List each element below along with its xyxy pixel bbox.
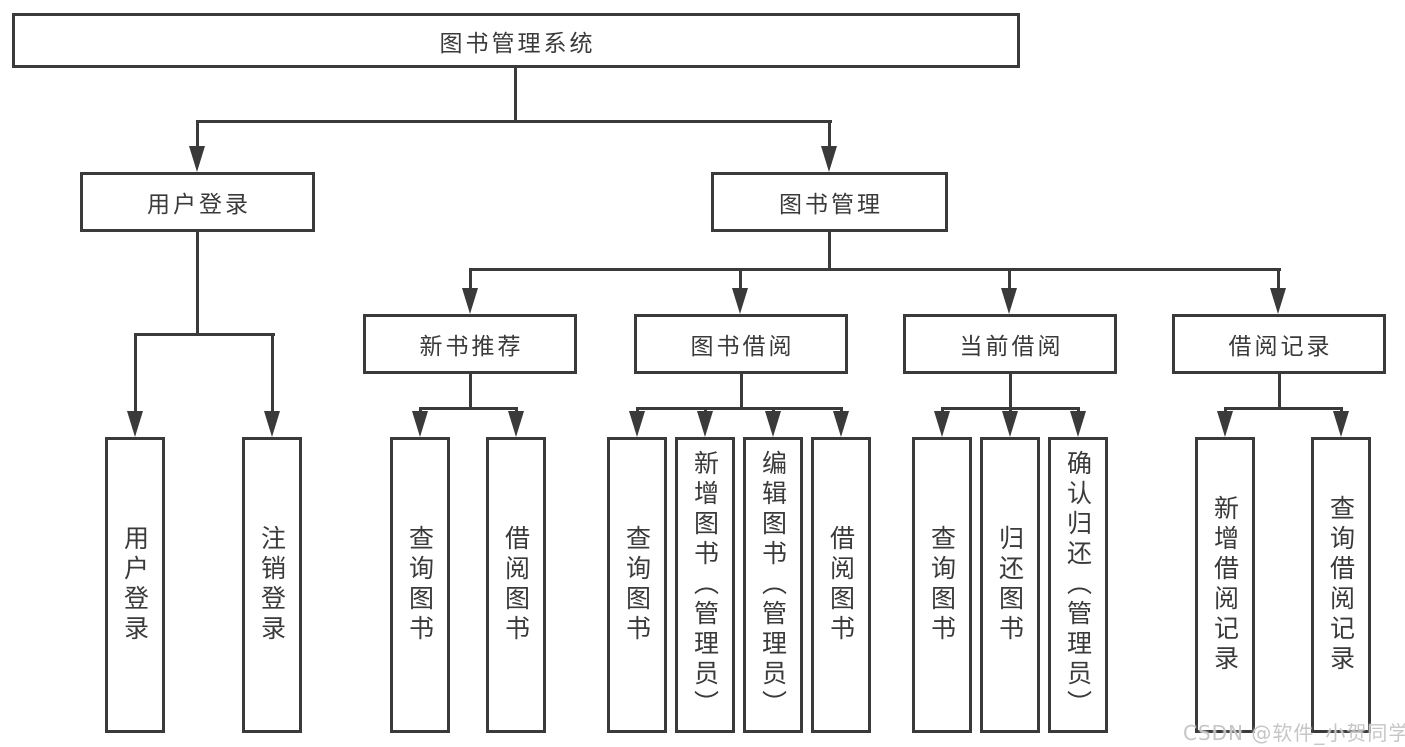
connector-drop-newbook [469,268,472,292]
arrow-down-icon [1333,411,1349,437]
leaf-label: 查询图书 [622,525,652,645]
connector-userlogin-stem [196,232,199,333]
arrow-down-icon [127,411,143,437]
arrow-down-icon [1270,288,1286,314]
connector-g5-stem [1278,374,1281,407]
leaf-query-books-3: 查询图书 [912,437,972,733]
leaf-label: 借阅图书 [826,525,856,645]
connector-g3-bar [636,407,843,410]
node-book-borrowing: 图书借阅 [634,314,848,374]
connector-root-stem [514,68,517,120]
leaf-label: 查询借阅记录 [1326,495,1356,675]
leaf-edit-book-admin: 编辑图书（管理员） [743,437,803,733]
leaf-query-books-1: 查询图书 [390,437,450,733]
leaf-label: 注销登录 [257,525,287,645]
leaf-query-borrow-record: 查询借阅记录 [1311,437,1371,733]
leaf-add-book-admin: 新增图书（管理员） [675,437,735,733]
leaf-label: 新增借阅记录 [1210,495,1240,675]
leaf-query-books-2: 查询图书 [607,437,667,733]
arrow-down-icon [934,411,950,437]
connector-userlogin-bar [134,333,275,336]
node-borrowing-records: 借阅记录 [1172,314,1386,374]
leaf-label: 编辑图书（管理员） [758,450,788,720]
connector-level2-bar [469,268,1281,271]
arrow-down-icon [1001,288,1017,314]
connector-drop-records [1277,268,1280,292]
leaf-return-book: 归还图书 [980,437,1040,733]
leaf-borrow-books-1: 借阅图书 [486,437,546,733]
csdn-watermark: CSDN @软件_小贺同学 [1183,721,1405,745]
arrow-down-icon [462,288,478,314]
leaf-label: 用户登录 [120,525,150,645]
arrow-down-icon [1002,411,1018,437]
arrow-down-icon [508,411,524,437]
arrow-down-icon [629,411,645,437]
node-current-borrowing: 当前借阅 [903,314,1117,374]
leaf-label: 归还图书 [995,525,1025,645]
arrow-down-icon [821,146,837,172]
connector-bookmgmt-stem [828,232,831,268]
connector-drop-borrow [739,268,742,292]
node-root-library-system: 图书管理系统 [12,13,1020,68]
node-new-book-recommend: 新书推荐 [363,314,577,374]
arrow-down-icon [833,411,849,437]
leaf-label: 借阅图书 [501,525,531,645]
leaf-label: 确认归还（管理员） [1063,450,1093,720]
leaf-user-login: 用户登录 [105,437,165,733]
arrow-down-icon [732,288,748,314]
leaf-logout: 注销登录 [242,437,302,733]
leaf-add-borrow-record: 新增借阅记录 [1195,437,1255,733]
arrow-down-icon [765,411,781,437]
connector-drop-book-mgmt [828,120,831,150]
connector-g3-stem [740,374,743,407]
leaf-borrow-books-2: 借阅图书 [811,437,871,733]
leaf-label: 查询图书 [405,525,435,645]
connector-g4-stem [1009,374,1012,407]
leaf-label: 查询图书 [927,525,957,645]
arrow-down-icon [189,146,205,172]
connector-g2-bar [419,407,518,410]
arrow-down-icon [697,411,713,437]
arrow-down-icon [412,411,428,437]
connector-g2-stem [469,374,472,407]
connector-drop-leaf [271,333,274,413]
leaf-confirm-return-admin: 确认归还（管理员） [1048,437,1108,733]
arrow-down-icon [1070,411,1086,437]
arrow-down-icon [264,411,280,437]
arrow-down-icon [1217,411,1233,437]
leaf-label: 新增图书（管理员） [690,450,720,720]
node-book-management: 图书管理 [711,172,948,232]
connector-drop-user-login [196,120,199,150]
connector-drop-leaf [134,333,137,413]
connector-level1-bar [197,120,832,123]
connector-drop-current [1008,268,1011,292]
node-user-login: 用户登录 [80,172,315,232]
connector-g5-bar [1224,407,1343,410]
